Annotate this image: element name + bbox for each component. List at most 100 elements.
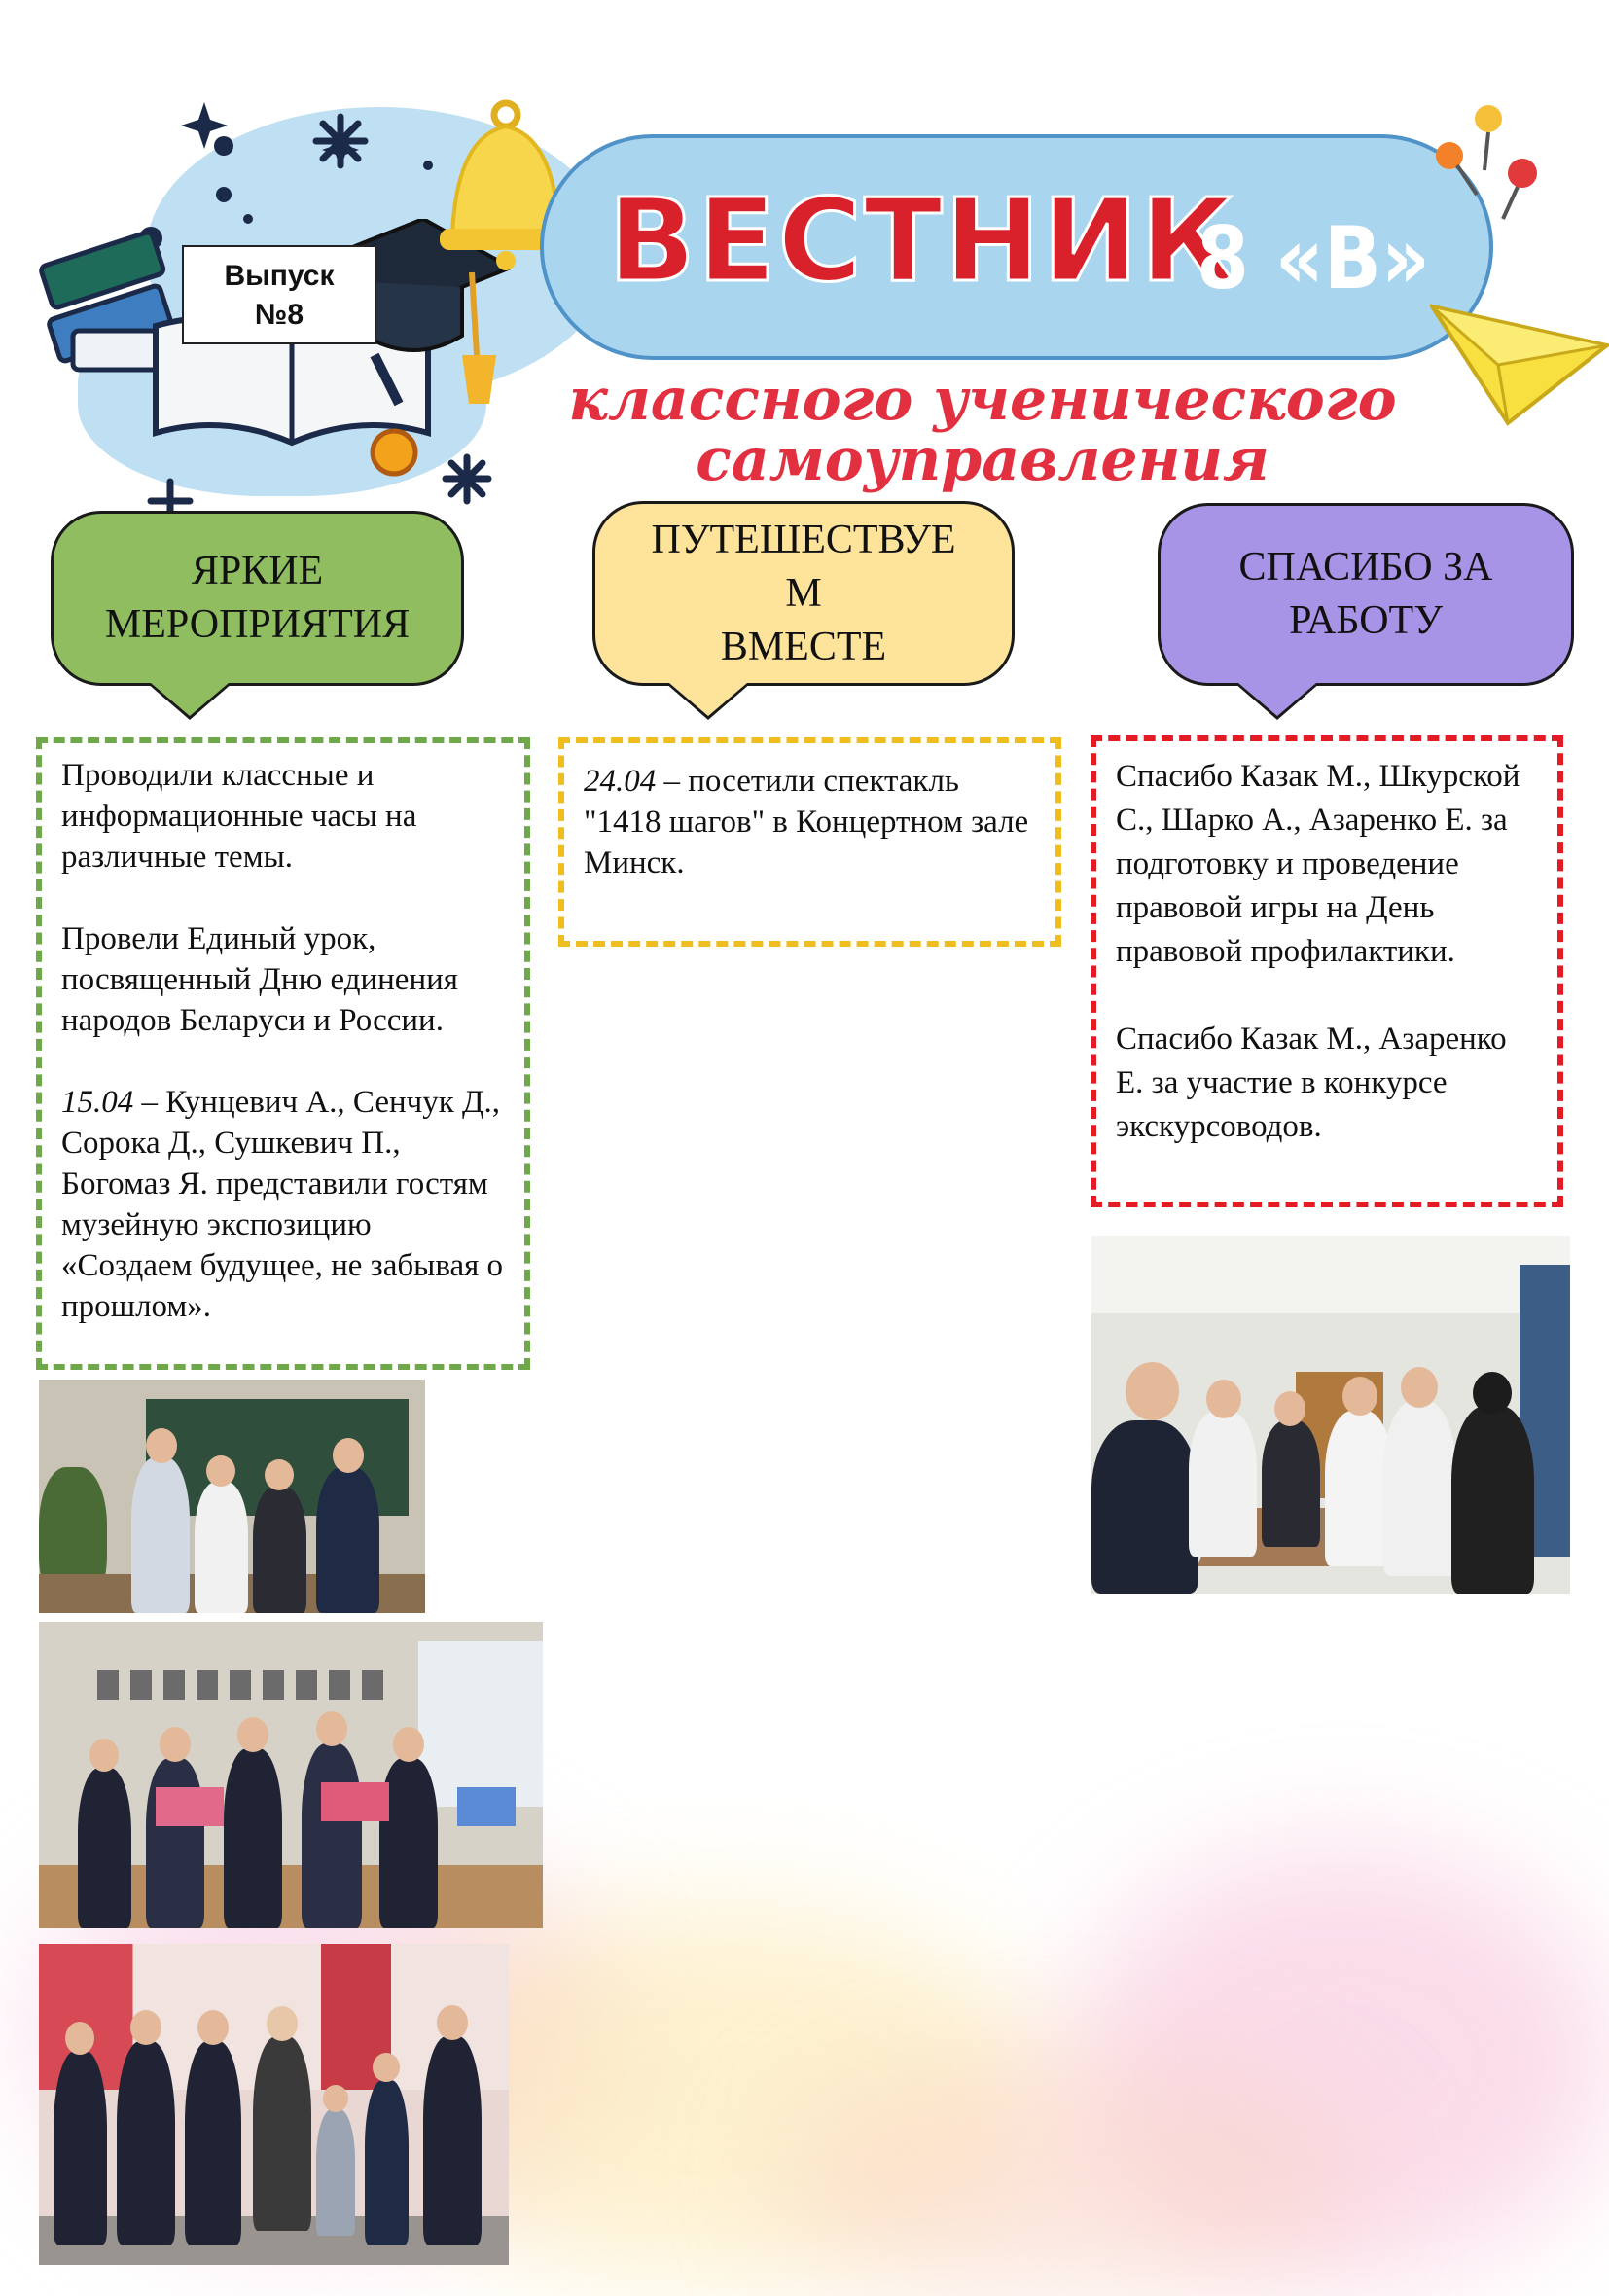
photo-head (206, 1455, 235, 1487)
photo-person (316, 1467, 379, 1613)
photo-head (265, 1459, 294, 1490)
travel-text-box: 24.04 – посетили спектакль "1418 шагов" … (558, 737, 1061, 947)
subtitle-line: самоуправления (696, 426, 1269, 494)
paragraph-text: – посетили спектакль "1418 шагов" в Конц… (584, 764, 1029, 880)
photo-head (437, 2005, 468, 2040)
photo-poster (321, 1782, 389, 1821)
photo-person (1262, 1420, 1320, 1547)
heading-line: СПАСИБО ЗА (1238, 545, 1493, 590)
photo-head (1473, 1372, 1512, 1415)
photo-head (323, 2085, 348, 2112)
photo-person (185, 2041, 241, 2245)
background-glow (778, 2063, 1362, 2296)
photo-person (131, 1457, 190, 1613)
photo-head (1274, 1391, 1305, 1426)
heading-line: МЕРОПРИЯТИЯ (104, 602, 411, 647)
photo-head (373, 2053, 400, 2082)
photo-person (253, 2036, 311, 2231)
events-paragraph: 15.04 – Кунцевич А., Сенчук Д., Сорока Д… (61, 1082, 505, 1327)
photo-person (78, 1768, 131, 1928)
title-banner (540, 134, 1493, 360)
sparkles-decoration (139, 102, 492, 524)
photo-poster (457, 1787, 516, 1826)
thanks-paragraph: Спасибо Казак М., Азаренко Е. за участие… (1116, 1018, 1538, 1149)
photo-head (1342, 1377, 1377, 1416)
heading-text: СПАСИБО ЗА РАБОТУ (1239, 541, 1493, 648)
photo-head (267, 2006, 298, 2041)
paragraph-text: Спасибо Казак М., Шкурской С., Шарко А.,… (1116, 759, 1520, 969)
newspaper-title: ВЕСТНИК (607, 173, 1236, 307)
heading-line: ЯРКИЕ (191, 549, 324, 593)
photo-head (393, 1727, 424, 1762)
photo-person (316, 2109, 355, 2236)
header: ВЕСТНИК 8 «В» классного ученического сам… (0, 0, 1609, 524)
bubble-tail (669, 683, 747, 716)
graduation-cap-icon (321, 219, 511, 477)
bubble-tail (151, 683, 229, 716)
issue-number: №8 (254, 299, 304, 331)
section-heading-travel: ПУТЕШЕСТВУЕ М ВМЕСТЕ (592, 501, 1015, 720)
class-label: 8 «В» (1197, 208, 1430, 308)
photo-person (1325, 1411, 1393, 1566)
photo-person (365, 2080, 409, 2245)
photo-head (1206, 1380, 1241, 1418)
photo-person (224, 1748, 282, 1928)
photo-poster (156, 1787, 224, 1826)
photo-head (146, 1428, 177, 1463)
photo-portraits (97, 1670, 389, 1700)
photo-window (418, 1641, 543, 1807)
photo-person (1383, 1401, 1456, 1576)
photo-head (333, 1438, 364, 1473)
photo-head (130, 2010, 161, 2045)
thanks-text-box: Спасибо Казак М., Шкурской С., Шарко А.,… (1091, 735, 1563, 1207)
paper-plane-icon (1430, 304, 1609, 426)
photo-head (65, 2022, 94, 2055)
photo-head (89, 1739, 119, 1772)
section-heading-events: ЯРКИЕ МЕРОПРИЯТИЯ (51, 511, 464, 720)
photo-classroom-group (39, 1622, 543, 1928)
thanks-paragraph: Спасибо Казак М., Шкурской С., Шарко А.,… (1116, 755, 1538, 974)
photo-person (1091, 1420, 1198, 1594)
photo-person (117, 2041, 175, 2245)
photo-person (253, 1487, 306, 1613)
photo-person (195, 1482, 248, 1613)
pins-icon (1436, 105, 1537, 220)
heading-line: ВМЕСТЕ (720, 624, 887, 669)
photo-head (197, 2010, 229, 2045)
subtitle-line: классного ученического (568, 366, 1397, 434)
issue-number-box: Выпуск №8 (182, 245, 376, 344)
photo-person (379, 1758, 438, 1928)
heading-text: ЯРКИЕ МЕРОПРИЯТИЯ (105, 545, 410, 652)
heading-line: М (785, 570, 822, 616)
paragraph-text: Спасибо Казак М., Азаренко Е. за участие… (1116, 1022, 1507, 1144)
photo-person (1189, 1411, 1257, 1557)
event-date: 15.04 (61, 1085, 134, 1120)
section-heading-thanks: СПАСИБО ЗА РАБОТУ (1158, 503, 1574, 720)
bubble-tail (1238, 683, 1316, 716)
photo-museum-group (39, 1944, 509, 2265)
photo-person (146, 1758, 204, 1928)
photo-head (1401, 1367, 1438, 1408)
photo-person (423, 2036, 482, 2245)
photo-person (302, 1743, 362, 1928)
issue-label: Выпуск (224, 260, 335, 292)
travel-paragraph: 24.04 – посетили спектакль "1418 шагов" … (584, 761, 1036, 883)
events-paragraph: Провели Единый урок, посвященный Дню еди… (61, 918, 505, 1041)
heading-line: РАБОТУ (1289, 598, 1443, 643)
photo-head (237, 1717, 268, 1752)
photo-person (1451, 1406, 1534, 1594)
photo-head (1126, 1362, 1179, 1420)
photo-ceiling (1091, 1236, 1570, 1313)
paragraph-text: Провели Единый урок, посвященный Дню еди… (61, 921, 458, 1038)
heading-line: ПУТЕШЕСТВУЕ (651, 517, 956, 562)
photo-head (160, 1727, 191, 1762)
paragraph-text: Проводили классные и информационные часы… (61, 758, 417, 875)
photo-head (316, 1711, 347, 1746)
events-text-box: Проводили классные и информационные часы… (36, 737, 530, 1370)
photo-classroom-blackboard (39, 1380, 425, 1613)
photo-museum-tour (1091, 1236, 1570, 1594)
newspaper-subtitle: классного ученического самоуправления (545, 370, 1420, 490)
photo-person (54, 2051, 107, 2245)
paragraph-text: – Кунцевич А., Сенчук Д., Сорока Д., Суш… (61, 1085, 504, 1324)
heading-text: ПУТЕШЕСТВУЕ М ВМЕСТЕ (651, 514, 955, 674)
